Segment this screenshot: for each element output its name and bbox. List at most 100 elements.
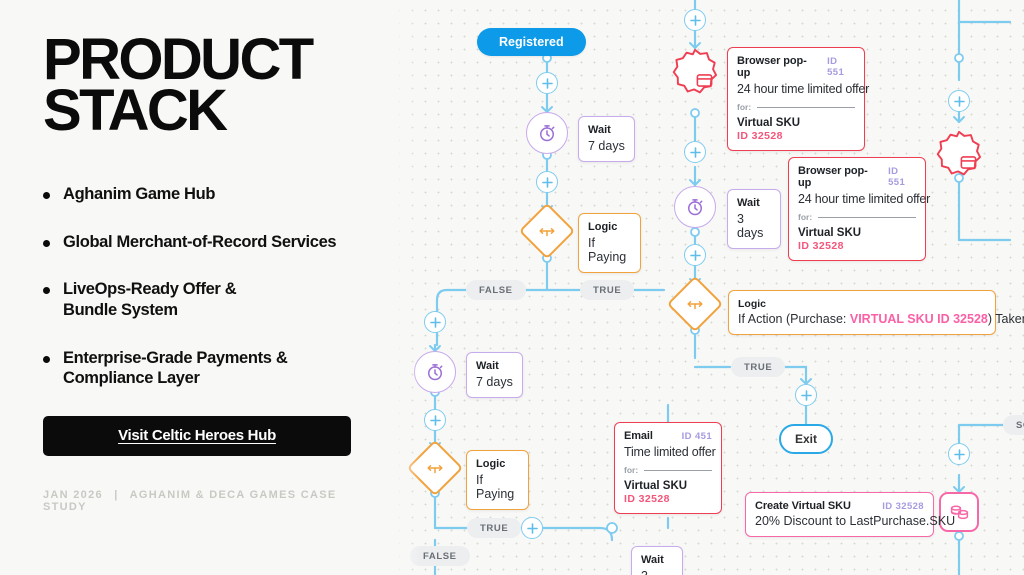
bullet-label: LiveOps-Ready Offer & Bundle System: [63, 280, 237, 319]
add-step-button[interactable]: [536, 171, 558, 193]
node-wait-timer[interactable]: [414, 351, 456, 393]
add-step-button[interactable]: [424, 409, 446, 431]
for-label: for:: [737, 102, 752, 112]
popup-id: ID 551: [827, 56, 845, 78]
create-sku-desc: 20% Discount to LastPurchase.SKU: [755, 514, 956, 528]
starburst-badge: [936, 130, 982, 176]
plus-icon: [795, 384, 817, 406]
wait-value: 3 days: [641, 569, 673, 575]
popup-id: ID 551: [888, 166, 906, 188]
popup-desc: 24 hour time limited offer: [737, 82, 870, 96]
list-item: Enterprise-Grade Payments & Compliance L…: [43, 348, 380, 389]
wait-title: Wait: [588, 124, 611, 136]
card-logic-action[interactable]: Logic If Action (Purchase: VIRTUAL SKU I…: [728, 290, 1024, 335]
bullet-label: Enterprise-Grade Payments & Compliance L…: [63, 348, 288, 388]
for-divider: [757, 106, 855, 108]
plus-icon: [521, 517, 543, 539]
plus-icon: [424, 409, 446, 431]
card-browser-popup-1[interactable]: Browser pop-up ID 551 24 hour time limit…: [727, 47, 870, 151]
plus-icon: [948, 90, 970, 112]
add-step-button[interactable]: [536, 72, 558, 94]
logic-suffix: ) Taken: [987, 312, 1024, 326]
node-logic-if-paying[interactable]: [406, 439, 464, 497]
branch-partial-pill[interactable]: SO: [1003, 415, 1024, 435]
bullet-dot-icon: [43, 287, 50, 295]
branch-true-pill[interactable]: TRUE: [731, 357, 786, 377]
true-label: TRUE: [467, 518, 522, 538]
create-sku-id: ID 32528: [882, 501, 924, 512]
node-logic-if-paying[interactable]: [518, 202, 576, 260]
logic-value: If Paying: [476, 473, 515, 501]
list-item: Aghanim Game Hub: [43, 184, 380, 205]
node-wait-timer[interactable]: [674, 186, 716, 228]
exit-label: Exit: [779, 424, 833, 454]
popup-sku: Virtual SKU: [737, 117, 801, 129]
email-desc: Time limited offer: [624, 445, 716, 459]
email-sku-id: ID 32528: [624, 493, 670, 505]
timer-icon: [674, 186, 716, 228]
wait-value: 7 days: [476, 375, 513, 389]
card-wait-3[interactable]: Wait 7 days: [466, 352, 523, 398]
add-step-button[interactable]: [684, 244, 706, 266]
card-wait-2[interactable]: Wait 3 days: [727, 189, 781, 249]
plus-icon: [684, 244, 706, 266]
node-logic-action[interactable]: [666, 275, 724, 333]
list-item: Global Merchant-of-Record Services: [43, 232, 380, 253]
for-label: for:: [798, 212, 813, 222]
footer-date: JAN 2026: [43, 488, 103, 501]
node-browser-popup[interactable]: [936, 130, 982, 176]
add-step-button[interactable]: [424, 311, 446, 333]
wait-title: Wait: [476, 360, 499, 372]
for-label: for:: [624, 465, 639, 475]
card-logic-1[interactable]: Logic If Paying: [578, 213, 641, 273]
add-step-button[interactable]: [948, 443, 970, 465]
title-line-2: STACK: [43, 78, 228, 144]
visit-celtic-heroes-hub-button[interactable]: Visit Celtic Heroes Hub: [43, 415, 351, 456]
add-step-button[interactable]: [948, 90, 970, 112]
popup-sku-id: ID 32528: [737, 130, 783, 142]
card-wait-4[interactable]: Wait 3 days: [631, 546, 683, 575]
plus-icon: [536, 171, 558, 193]
wait-title: Wait: [641, 554, 664, 566]
wait-title: Wait: [737, 197, 760, 209]
partial-label: SO: [1003, 415, 1024, 435]
plus-icon: [948, 443, 970, 465]
add-step-button[interactable]: [684, 9, 706, 31]
branch-true-pill[interactable]: TRUE: [467, 518, 522, 538]
plus-icon: [684, 141, 706, 163]
list-item: LiveOps-Ready Offer & Bundle System: [43, 279, 380, 320]
cta-label: Visit Celtic Heroes Hub: [118, 427, 276, 445]
node-registered-start[interactable]: Registered: [477, 28, 586, 56]
add-step-button[interactable]: [521, 517, 543, 539]
branch-false-pill[interactable]: FALSE: [466, 280, 526, 300]
card-browser-popup-2[interactable]: Browser pop-up ID 551 24 hour time limit…: [788, 157, 930, 261]
logic-icon: [666, 275, 724, 333]
popup-sku: Virtual SKU: [798, 227, 862, 239]
plus-icon: [424, 311, 446, 333]
bullet-label: Aghanim Game Hub: [63, 185, 216, 204]
popup-sku-id: ID 32528: [798, 240, 844, 252]
left-content-panel: PRODUCT STACK Aghanim Game Hub Global Me…: [0, 0, 420, 575]
logic-icon: [518, 202, 576, 260]
card-logic-2[interactable]: Logic If Paying: [466, 450, 529, 510]
popup-title: Browser pop-up: [737, 55, 807, 79]
add-step-button[interactable]: [684, 141, 706, 163]
timer-icon: [526, 112, 568, 154]
node-browser-popup[interactable]: [672, 48, 718, 94]
card-email[interactable]: Email ID 451 Time limited offer for: Vir…: [614, 422, 722, 514]
registered-label: Registered: [477, 28, 586, 56]
for-divider: [644, 469, 712, 471]
logic-title: Logic: [588, 221, 618, 233]
branch-true-pill[interactable]: TRUE: [580, 280, 635, 300]
add-step-button[interactable]: [795, 384, 817, 406]
email-id: ID 451: [681, 431, 712, 442]
node-wait-timer[interactable]: [526, 112, 568, 154]
node-exit[interactable]: Exit: [779, 424, 833, 454]
plus-icon: [684, 9, 706, 31]
logic-title: Logic: [738, 298, 766, 310]
for-divider: [818, 216, 916, 218]
create-sku-title: Create Virtual SKU: [755, 500, 851, 512]
card-create-virtual-sku[interactable]: Create Virtual SKU ID 32528 20% Discount…: [745, 492, 956, 537]
card-wait-1[interactable]: Wait 7 days: [578, 116, 635, 162]
